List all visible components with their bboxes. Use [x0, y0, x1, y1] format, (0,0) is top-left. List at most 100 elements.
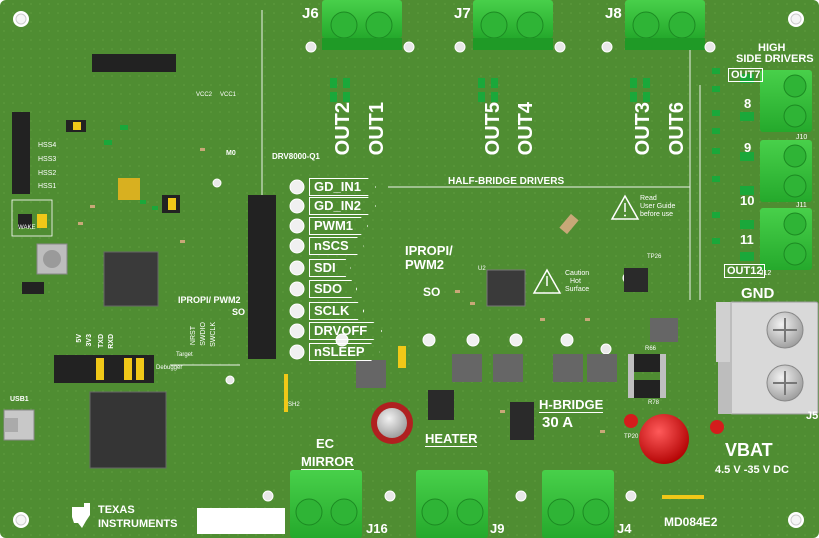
ic-u3: [118, 178, 140, 200]
pin-label-pwm1: PWM1: [309, 217, 368, 235]
label-out5: OUT5: [482, 102, 504, 156]
terminal-j7: [473, 0, 553, 50]
caution-hot-icon: [532, 268, 562, 294]
label-caution-2: Hot: [570, 278, 581, 285]
label-read-2: User Guide: [640, 203, 676, 210]
jumpers: [37, 122, 406, 380]
label-j7: J7: [454, 5, 471, 22]
mounting-holes: [13, 11, 804, 528]
test-points: [212, 41, 716, 502]
label-so: SO: [423, 285, 441, 299]
label-mirror: MIRROR: [301, 454, 354, 470]
logo-text-instruments: INSTRUMENTS: [98, 518, 178, 530]
label-hss2: HSS2: [38, 170, 57, 177]
terminal-j6: [322, 0, 402, 50]
label-gnd: GND: [741, 285, 775, 302]
mosfets: [356, 318, 678, 440]
label-vcc1: VCC1: [220, 92, 237, 98]
pin-label-sdi: SDI: [309, 259, 351, 277]
label-j9: J9: [490, 521, 505, 536]
label-j8: J8: [605, 5, 622, 22]
label-vcc2: VCC2: [196, 92, 213, 98]
label-target: Target: [176, 352, 193, 358]
label-out4: OUT4: [515, 102, 537, 156]
ic-debugger: [89, 391, 167, 469]
pin-label-nsleep: nSLEEP: [309, 343, 380, 361]
label-r66: R66: [645, 346, 657, 352]
label-read-1: Read: [640, 195, 657, 202]
pin-label-sdo: SDO: [309, 280, 358, 298]
label-j16: J16: [366, 521, 388, 536]
label-wake: WAKE: [18, 225, 36, 231]
label-txd: TXD: [98, 334, 105, 348]
blank-label-area: [197, 508, 285, 534]
label-j12: J12: [760, 270, 772, 277]
label-hss1: HSS1: [38, 183, 57, 190]
label-tp26: TP26: [647, 254, 662, 260]
label-nrst: NRST: [190, 326, 197, 346]
label-u2: U2: [478, 266, 486, 272]
label-heater: HEATER: [425, 431, 478, 447]
label-debugger: Debugger: [156, 365, 183, 371]
label-hss4: HSS4: [38, 142, 57, 149]
label-out1: OUT1: [366, 102, 388, 156]
logo-text-texas: TEXAS: [98, 504, 135, 516]
label-caution-3: Surface: [565, 286, 590, 293]
label-ec: EC: [316, 436, 335, 451]
label-hbridge-current: 30 A: [542, 414, 574, 431]
label-board-id: MD084E2: [664, 515, 718, 529]
led-header: [22, 282, 44, 294]
terminal-j9: [416, 470, 488, 538]
label-caution-1: Caution: [565, 270, 590, 277]
label-out2: OUT2: [332, 102, 354, 156]
label-out6: OUT6: [666, 102, 688, 156]
label-m0: M0: [226, 150, 236, 157]
terminal-j4: [542, 470, 614, 538]
terminal-j16: [290, 470, 362, 538]
diode: [559, 213, 579, 235]
terminal-j11: [760, 140, 812, 202]
label-j11: J11: [796, 202, 807, 209]
small-caps: [78, 148, 605, 433]
label-ipropi: IPROPI/: [405, 243, 453, 258]
label-out10: 10: [740, 193, 755, 208]
ti-logo-icon: [72, 503, 90, 528]
capacitor-vbat: [639, 414, 689, 464]
gnd-pad: [716, 302, 730, 362]
board-title: DRV8000-Q1: [272, 152, 320, 161]
label-5v: 5V: [76, 334, 83, 343]
label-out8: 8: [744, 96, 752, 111]
pin-label-gd-in1: GD_IN1: [309, 178, 376, 196]
label-sh2: SH2: [288, 402, 300, 408]
label-usb: USB1: [10, 396, 29, 403]
label-j10: J10: [796, 134, 808, 141]
label-out7: OUT7: [728, 68, 764, 82]
label-j5: J5: [806, 410, 819, 422]
label-so-2: SO: [232, 307, 246, 317]
shunt-resistors: [628, 354, 666, 398]
label-j6: J6: [302, 5, 319, 22]
red-indicators: [624, 414, 724, 434]
label-swclk: SWCLK: [210, 322, 217, 347]
label-r78: R78: [648, 400, 660, 406]
terminal-j12: [760, 208, 812, 270]
label-high: HIGH: [758, 42, 786, 54]
pin-label-sclk: SCLK: [309, 302, 365, 320]
terminal-j10: [760, 70, 812, 132]
pin-header-top: [92, 54, 176, 72]
label-out9: 9: [744, 140, 752, 155]
pin-header-j3: [248, 195, 276, 359]
silkscreen-lines: [170, 10, 701, 366]
ic-u2: [486, 269, 526, 307]
pin-testpoints: [289, 179, 305, 360]
label-rxd: RXD: [108, 334, 115, 349]
label-pwm2: PWM2: [405, 257, 444, 272]
smd-components: [104, 68, 754, 261]
label-hss3: HSS3: [38, 156, 57, 163]
pin-label-drvoff: DRVOFF: [309, 322, 383, 340]
label-swdio: SWDIO: [200, 322, 207, 346]
label-half-bridge: HALF-BRIDGE DRIVERS: [448, 176, 565, 187]
usb-connector: [3, 409, 35, 441]
pin-label-nscs: nSCS: [309, 237, 364, 255]
capacitor-heater: [371, 402, 413, 444]
